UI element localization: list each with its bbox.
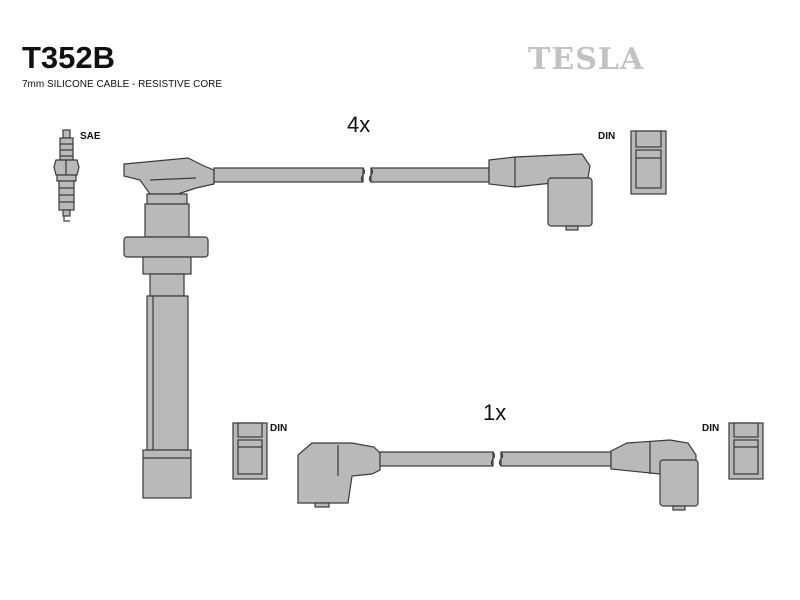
- din-terminal-bottom-left-icon: [232, 422, 268, 480]
- quantity-4x: 4x: [347, 112, 371, 137]
- quantity-1x: 1x: [483, 400, 507, 425]
- sae-label: SAE: [80, 131, 101, 142]
- cable-spec-subtitle: 7mm SILICONE CABLE - RESISTIVE CORE: [22, 79, 223, 90]
- din-terminal-bottom-right-icon: [728, 422, 764, 480]
- lower-cable: [379, 451, 612, 467]
- lower-right-connector: [610, 439, 699, 511]
- lower-left-connector: [297, 442, 381, 508]
- din-label-bottom-left: DIN: [270, 423, 288, 434]
- brand-logo: TESLA: [528, 42, 645, 77]
- part-number: T352B: [22, 40, 116, 75]
- upper-cable: [213, 167, 490, 183]
- din-label-bottom-right: DIN: [702, 423, 720, 434]
- spark-plug-icon: [53, 129, 80, 222]
- din-terminal-top-icon: [630, 130, 667, 195]
- din-label-top: DIN: [598, 131, 616, 142]
- upper-right-connector: [488, 153, 593, 231]
- coil-boot-long: [123, 157, 215, 499]
